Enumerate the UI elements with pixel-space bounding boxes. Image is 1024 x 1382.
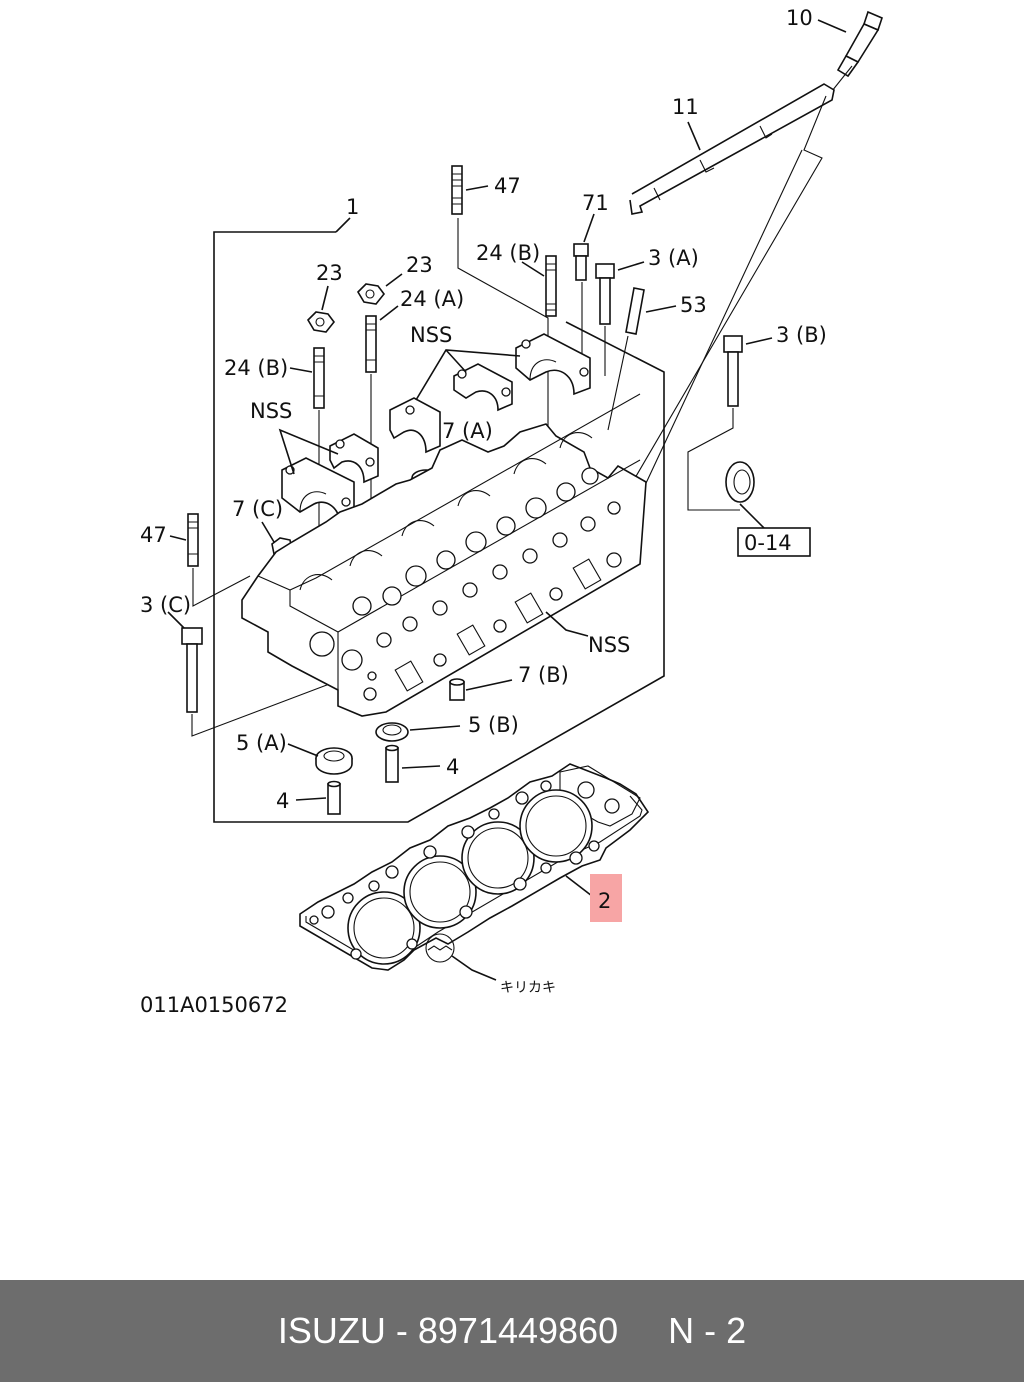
bolt-3c: [181, 627, 203, 713]
footer-bar: ISUZU - 8971449860 N - 2: [0, 1280, 1024, 1382]
stud-53: [625, 287, 645, 335]
callout-5a: 5 (A): [236, 731, 287, 755]
callout-5b: 5 (B): [468, 713, 519, 737]
callout-nss-right: NSS: [588, 633, 630, 657]
cylinder-head: [241, 393, 647, 717]
callout-11: 11: [672, 95, 699, 119]
highlight-callout-2[interactable]: [590, 874, 622, 922]
callout-7a: 7 (A): [442, 419, 493, 443]
stud-24b-top: [545, 255, 557, 317]
callout-47-left: 47: [140, 523, 167, 547]
callout-2: 2: [598, 889, 611, 913]
bolt-3b: [723, 335, 743, 407]
footer-gap: [618, 1310, 668, 1352]
callout-4-right: 4: [446, 755, 459, 779]
callout-3c: 3 (C): [140, 593, 191, 617]
seal-5a: [315, 747, 353, 775]
callout-nss-left: NSS: [250, 399, 292, 423]
glow-plug-connector: [629, 83, 835, 215]
valve-guide-4-right: [385, 744, 399, 783]
callout-24a: 24 (A): [400, 287, 464, 311]
nut-23-left: [306, 311, 336, 333]
camshaft-cap-mid: [389, 397, 441, 454]
bolt-3a: [595, 263, 615, 325]
callout-47-top: 47: [494, 174, 521, 198]
callout-23-right: 23: [406, 253, 433, 277]
callout-3b: 3 (B): [776, 323, 827, 347]
callout-kirikaki: キリカキ: [500, 980, 556, 996]
ref-box-label: 0-14: [744, 531, 792, 555]
callout-24b-top: 24 (B): [476, 241, 540, 265]
callout-53: 53: [680, 293, 707, 317]
valve-guide-4-left: [327, 780, 341, 815]
callout-4-left: 4: [276, 789, 289, 813]
footer-brand: ISUZU: [277, 1310, 386, 1351]
footer-separator: -: [385, 1310, 418, 1351]
stud-24a: [365, 315, 377, 373]
diagram-code: 011A0150672: [140, 993, 288, 1017]
callout-3a: 3 (A): [648, 246, 699, 270]
callout-1: 1: [346, 195, 359, 219]
glow-plug: [819, 10, 883, 107]
seal-5b: [375, 722, 409, 742]
camshaft-cap-top-mid: [453, 363, 513, 412]
footer-part-number: 8971449860: [417, 1310, 619, 1351]
cylinder-head-exploded-diagram: 10 11 47 1 71 24 (B) 3 (A) 53: [140, 6, 883, 1017]
callout-7c: 7 (C): [232, 497, 283, 521]
callout-24b-left: 24 (B): [224, 356, 288, 380]
footer-position: N - 2: [668, 1310, 747, 1351]
callout-23-left: 23: [316, 261, 343, 285]
callout-nss-top: NSS: [410, 323, 452, 347]
plug-7b: [449, 678, 465, 701]
oil-seal-ring: [725, 461, 755, 503]
stud-24b-left: [313, 347, 325, 409]
nut-23-right: [356, 283, 386, 305]
bolt-71: [573, 243, 589, 281]
callout-10: 10: [786, 6, 813, 30]
stud-47-top: [451, 165, 463, 215]
head-gasket: [299, 763, 650, 971]
camshaft-cap-top-right: [515, 333, 591, 396]
callout-71: 71: [582, 191, 609, 215]
callout-7b: 7 (B): [518, 663, 569, 687]
assembly-frame: [213, 217, 665, 823]
stud-47-left: [187, 513, 199, 567]
camshaft-cap-left: [329, 433, 379, 484]
ref-box-0-14[interactable]: [737, 527, 811, 557]
